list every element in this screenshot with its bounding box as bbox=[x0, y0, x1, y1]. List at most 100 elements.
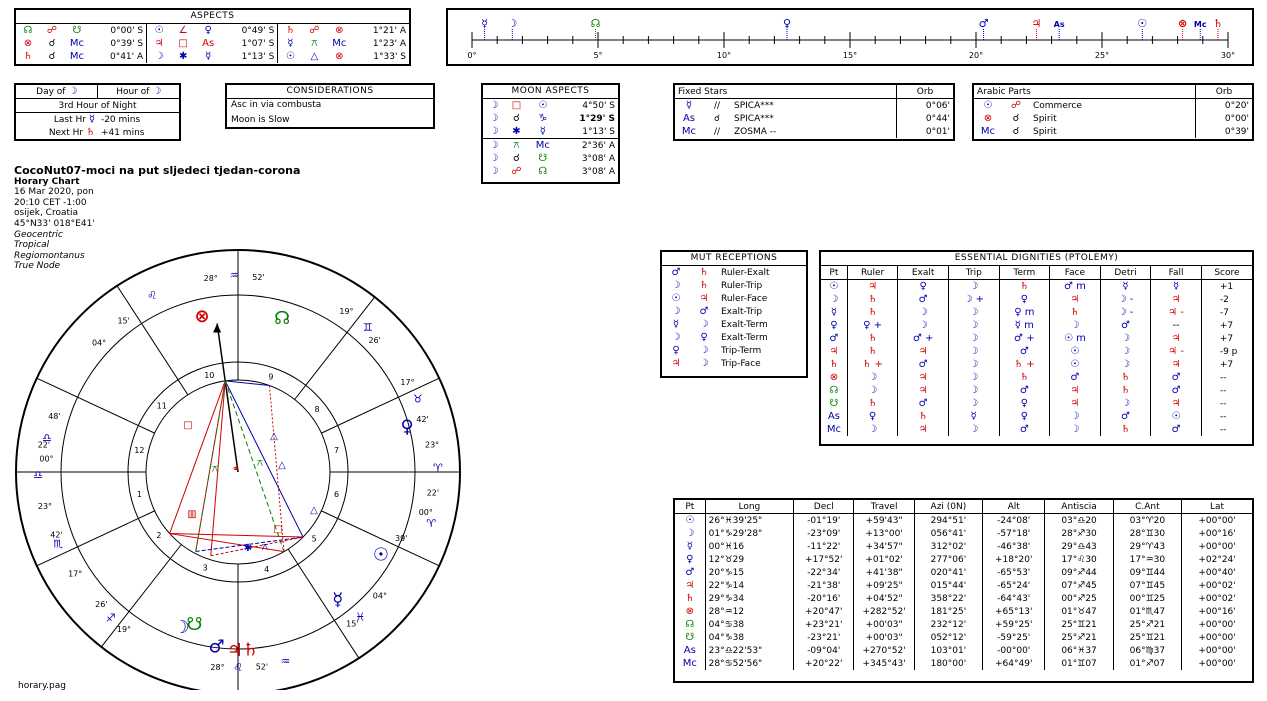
dignity-cell: ♃ bbox=[1150, 358, 1202, 371]
position-cell: 29°♑34 bbox=[705, 592, 795, 605]
position-cell: +345°43' bbox=[853, 657, 915, 670]
position-cell: +00°02' bbox=[1198, 593, 1236, 604]
position-cell: +00°00' bbox=[1198, 619, 1236, 630]
dignity-point-icon: As bbox=[821, 410, 848, 423]
dignity-cell: ♂ bbox=[1150, 371, 1202, 384]
reception-planet-icon: ☽ bbox=[699, 358, 709, 369]
position-point-icon: ♀ bbox=[675, 553, 706, 566]
star-point-icon: ☿ bbox=[685, 100, 693, 111]
dignity-cell: ♂ bbox=[897, 358, 949, 371]
aspect-type-icon: ☌ bbox=[513, 153, 520, 164]
consideration-item: Asc in via combusta bbox=[231, 100, 322, 110]
house-number: 4 bbox=[264, 565, 269, 574]
aspect-line bbox=[195, 380, 226, 552]
house-number: 3 bbox=[203, 563, 208, 572]
dignity-point-icon: ♄ bbox=[821, 358, 848, 371]
aspect-planet-icon: ♃ bbox=[154, 38, 164, 49]
position-cell: +20°47' bbox=[793, 605, 855, 618]
aspect-type-icon: ☍ bbox=[511, 166, 522, 177]
dignity-point-icon: ☊ bbox=[821, 384, 848, 397]
position-cell: +00'03" bbox=[853, 618, 915, 631]
position-cell: +00°00' bbox=[1198, 645, 1236, 656]
dignity-cell: ♃ bbox=[897, 371, 949, 384]
part-aspect-icon: ☌ bbox=[1012, 126, 1020, 137]
dignity-cell: ♂ bbox=[897, 397, 949, 410]
position-cell: 26°♓39'25" bbox=[705, 513, 795, 527]
reception-type: Ruler-Trip bbox=[721, 280, 763, 291]
orb-header: Orb bbox=[916, 86, 934, 97]
dignity-cell: ♄ + bbox=[999, 358, 1051, 371]
aspect-glyph-icon: ⚭ bbox=[232, 464, 240, 475]
reception-planet-icon: ♂ bbox=[699, 306, 709, 317]
position-cell: +34'57" bbox=[853, 540, 915, 553]
dignity-point-icon: ♂ bbox=[821, 332, 848, 345]
dignity-cell: ☽ - bbox=[1100, 306, 1152, 319]
aspect-orb: 3°08' A bbox=[581, 153, 615, 164]
position-cell: +282°52' bbox=[853, 605, 915, 618]
aspect-type-icon: □ bbox=[511, 100, 522, 111]
dignity-cell: ♀ bbox=[999, 397, 1051, 410]
dignity-cell: ♄ bbox=[1100, 384, 1152, 397]
reception-type: Ruler-Face bbox=[721, 293, 768, 304]
star-aspect: ☌ bbox=[713, 113, 721, 124]
position-cell: +23°21' bbox=[793, 618, 855, 631]
aspect-line bbox=[169, 533, 285, 553]
position-cell: -65°24' bbox=[982, 579, 1046, 592]
cusp-label: 00° bbox=[39, 455, 53, 464]
aspect-planet-icon: ♄ bbox=[285, 25, 295, 36]
next-hour-label: Next Hr bbox=[48, 128, 84, 138]
hour-of-label: Hour of bbox=[116, 87, 150, 97]
position-cell: -20°16' bbox=[793, 592, 855, 605]
part-point-icon: ☉ bbox=[983, 100, 993, 111]
aspect-orb: 1°33' S bbox=[373, 51, 406, 62]
dignity-cell: ♄ bbox=[847, 306, 899, 319]
part-name: Spirit bbox=[1030, 112, 1196, 125]
dignity-point-icon: ☉ bbox=[821, 279, 848, 293]
mutual-receptions-panel: MUT RECEPTIONS ♂♄Ruler-Exalt☽♄Ruler-Trip… bbox=[660, 250, 808, 378]
position-cell: 358°22' bbox=[914, 592, 984, 605]
dignity-score: -9 p bbox=[1219, 346, 1238, 357]
dignity-cell: ♂ bbox=[1100, 319, 1152, 332]
position-cell: -46°38' bbox=[982, 540, 1046, 553]
position-cell: 103°01' bbox=[914, 644, 984, 657]
dignity-cell: ☽ bbox=[847, 384, 899, 397]
cusp-label: 04° bbox=[92, 338, 106, 347]
moon-icon: ☽ bbox=[489, 166, 499, 177]
dignity-cell: ☽ bbox=[948, 384, 1000, 397]
dignity-header: Face bbox=[1049, 266, 1101, 280]
part-name: Commerce bbox=[1030, 98, 1196, 112]
aspect-planet-icon: Mc bbox=[69, 51, 85, 62]
dignity-header: Trip bbox=[948, 266, 1000, 280]
aspect-orb: 1°13' S bbox=[582, 126, 615, 137]
aspect-glyph-icon: ⚻ bbox=[257, 458, 264, 469]
position-cell: +00'03" bbox=[853, 631, 915, 644]
aspect-type-icon: ∠ bbox=[178, 25, 188, 36]
position-cell: +18°20' bbox=[982, 553, 1046, 566]
dignity-cell: ☽ - bbox=[1100, 293, 1152, 306]
dignity-score: +1 bbox=[1219, 281, 1234, 292]
cusp-label: 42' bbox=[416, 415, 428, 424]
chart-type: Horary Chart bbox=[14, 176, 80, 187]
fixed-stars-title: Fixed Stars bbox=[675, 85, 897, 99]
house-cusp-line bbox=[116, 285, 189, 396]
cusp-label: 17° bbox=[400, 378, 414, 387]
position-cell: 232°12' bbox=[914, 618, 984, 631]
reception-planet-icon: ♀ bbox=[672, 345, 680, 356]
aspect-planet-icon: ☉ bbox=[154, 25, 164, 36]
mercury-icon: ☿ bbox=[88, 114, 95, 125]
dignity-cell: ☉ bbox=[1049, 358, 1101, 371]
dignity-score: +7 bbox=[1219, 320, 1234, 331]
aspect-glyph-icon: ⚻ bbox=[262, 542, 269, 553]
position-header: Long bbox=[705, 500, 795, 514]
aspect-glyph-icon: △ bbox=[270, 431, 278, 442]
aspect-orb: 3°08' A bbox=[581, 166, 615, 177]
wheel-planet-icon: ⊗ bbox=[194, 306, 209, 327]
dignity-cell: ♄ bbox=[999, 279, 1051, 293]
orb-header: Orb bbox=[1215, 86, 1233, 97]
position-cell: 03°♈20 bbox=[1113, 513, 1183, 527]
dignity-cell: ♄ bbox=[847, 345, 899, 358]
dignity-header: Fall bbox=[1150, 266, 1202, 280]
position-cell: 06°♓37 bbox=[1044, 644, 1114, 657]
cusp-label: 00° bbox=[419, 508, 433, 517]
